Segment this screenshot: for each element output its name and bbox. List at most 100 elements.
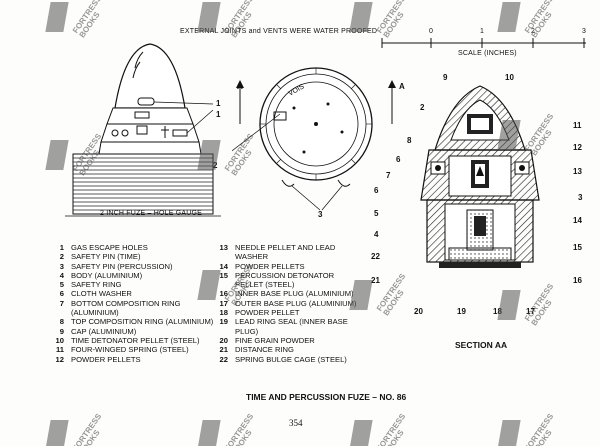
legend-item: 18 POWDER PELLET bbox=[212, 308, 405, 317]
legend-text: SAFETY PIN (PERCUSSION) bbox=[71, 261, 173, 271]
legend-number: 14 bbox=[219, 261, 228, 271]
watermark-mark bbox=[45, 140, 69, 170]
legend-number: 6 bbox=[59, 289, 64, 299]
sec-callout-21: 21 bbox=[371, 276, 380, 285]
scale-tick-1: 1 bbox=[480, 28, 485, 35]
legend-text: LEAD RING SEAL (INNER BASE bbox=[235, 317, 348, 327]
scale-bar-graphic bbox=[381, 38, 586, 48]
legend-text: PELLET (STEEL) bbox=[235, 280, 295, 290]
sec-callout-15: 15 bbox=[573, 243, 582, 252]
legend-number: 13 bbox=[219, 243, 228, 252]
watermark-mark bbox=[45, 420, 69, 446]
legend-text: NEEDLE PELLET AND LEAD bbox=[235, 243, 336, 252]
legend-text: BODY (ALUMINIUM) bbox=[71, 270, 143, 280]
fuze-top-view: VOIS bbox=[232, 67, 396, 211]
section-arrow-right: A bbox=[399, 82, 405, 91]
sec-callout-4: 4 bbox=[374, 230, 379, 239]
sec-callout-5: 5 bbox=[374, 209, 379, 218]
legend-number: 9 bbox=[59, 326, 64, 336]
legend-number: 5 bbox=[59, 280, 64, 290]
legend-number bbox=[212, 252, 228, 261]
scale-tick-0: 0 bbox=[429, 28, 434, 35]
figure-caption: TIME AND PERCUSSION FUZE – NO. 86 bbox=[246, 392, 407, 402]
sec-callout-11: 11 bbox=[573, 121, 582, 130]
legend-text: POWDER PELLET bbox=[235, 308, 300, 318]
page-number: 354 bbox=[289, 418, 303, 428]
legend-number bbox=[212, 327, 228, 336]
watermark-mark bbox=[497, 2, 521, 32]
section-title: SECTION AA bbox=[455, 340, 508, 350]
sec-callout-22: 22 bbox=[371, 252, 380, 261]
legend-text: (ALUMINIUM) bbox=[71, 308, 119, 318]
watermark-mark bbox=[497, 120, 521, 150]
sec-callout-2: 2 bbox=[420, 103, 425, 112]
legend-item: 5 SAFETY RING bbox=[48, 280, 241, 289]
legend-text: POWDER PELLETS bbox=[71, 354, 141, 364]
legend-text: SAFETY RING bbox=[71, 280, 122, 290]
legend-text: CAP (ALUMINIUM) bbox=[71, 326, 137, 336]
legend-number: 18 bbox=[219, 308, 228, 318]
waterproof-note: EXTERNAL JOINTS and VENTS WERE WATER PRO… bbox=[180, 28, 378, 35]
sec-callout-13: 13 bbox=[573, 167, 582, 176]
legend-number: 16 bbox=[219, 289, 228, 299]
watermark-mark bbox=[497, 290, 521, 320]
legend-number: 10 bbox=[55, 335, 64, 345]
legend-text: POWDER PELLETS bbox=[235, 261, 305, 271]
watermark-mark bbox=[197, 270, 221, 300]
hole-gauge-label: 2 INCH FUZE – HOLE GAUGE bbox=[100, 210, 203, 217]
legend-item: WASHER bbox=[212, 252, 405, 261]
legend-number bbox=[48, 308, 64, 317]
legend-text: SPRING BULGE CAGE (STEEL) bbox=[235, 354, 347, 364]
sec-callout-6b: 6 bbox=[374, 186, 379, 195]
legend-text: BOTTOM COMPOSITION RING bbox=[71, 298, 181, 308]
side-callout-1a: 1 bbox=[216, 99, 221, 108]
legend-number: 17 bbox=[219, 298, 228, 308]
sec-callout-10: 10 bbox=[505, 73, 514, 82]
watermark-mark bbox=[197, 2, 221, 32]
top-callout-3: 3 bbox=[318, 210, 323, 219]
legend-item: (ALUMINIUM) bbox=[48, 308, 241, 317]
legend-item: 13 NEEDLE PELLET AND LEAD bbox=[212, 243, 405, 252]
sec-callout-19: 19 bbox=[457, 307, 466, 316]
legend-number: 1 bbox=[59, 243, 64, 252]
legend-text: SAFETY PIN (TIME) bbox=[71, 252, 141, 262]
fuze-side-view bbox=[65, 43, 221, 217]
legend-text: PLUG) bbox=[235, 326, 259, 336]
legend-text: INNER BASE PLUG (ALUMINIUM) bbox=[235, 289, 354, 299]
section-arrow-left: A bbox=[237, 82, 243, 91]
legend-item: 14 POWDER PELLETS bbox=[212, 262, 405, 271]
scale-label: SCALE (INCHES) bbox=[458, 50, 517, 57]
legend-item: 10 TIME DETONATOR PELLET (STEEL) bbox=[48, 336, 241, 345]
watermark-mark bbox=[349, 2, 373, 32]
side-callout-1b: 1 bbox=[216, 110, 221, 119]
legend-number: 11 bbox=[55, 345, 64, 355]
sec-callout-7: 7 bbox=[386, 171, 391, 180]
watermark-mark bbox=[497, 420, 521, 446]
legend-number: 15 bbox=[219, 270, 228, 280]
scale-bar: 0 1 2 3 SCALE (INCHES) bbox=[378, 28, 590, 60]
watermark-mark bbox=[197, 420, 221, 446]
sec-callout-14: 14 bbox=[573, 216, 582, 225]
legend-text: TIME DETONATOR PELLET (STEEL) bbox=[71, 335, 200, 345]
